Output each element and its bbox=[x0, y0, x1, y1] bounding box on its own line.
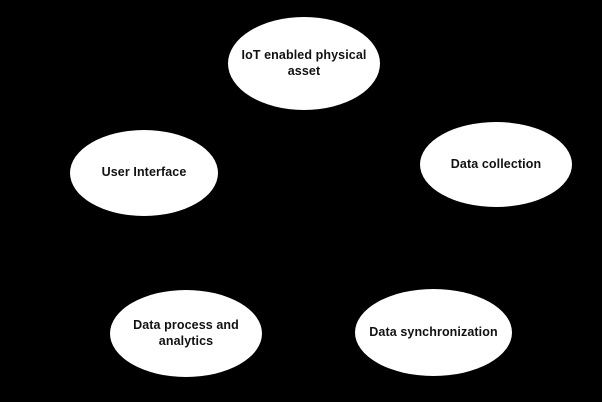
node-label: Data collection bbox=[450, 156, 542, 171]
node-label: Data synchronization bbox=[369, 324, 498, 339]
node-data-collection[interactable]: Data collection bbox=[420, 122, 572, 207]
node-user-interface[interactable]: User Interface bbox=[70, 130, 218, 216]
node-iot-enabled-physical-asset[interactable]: IoT enabled physical asset bbox=[228, 17, 380, 110]
node-label: User Interface bbox=[101, 165, 187, 180]
node-data-synchronization[interactable]: Data synchronization bbox=[355, 289, 512, 376]
node-label: IoT enabled physical asset bbox=[241, 47, 367, 78]
node-data-process-and-analytics[interactable]: Data process and analytics bbox=[110, 290, 262, 377]
node-label: Data process and analytics bbox=[133, 317, 239, 348]
